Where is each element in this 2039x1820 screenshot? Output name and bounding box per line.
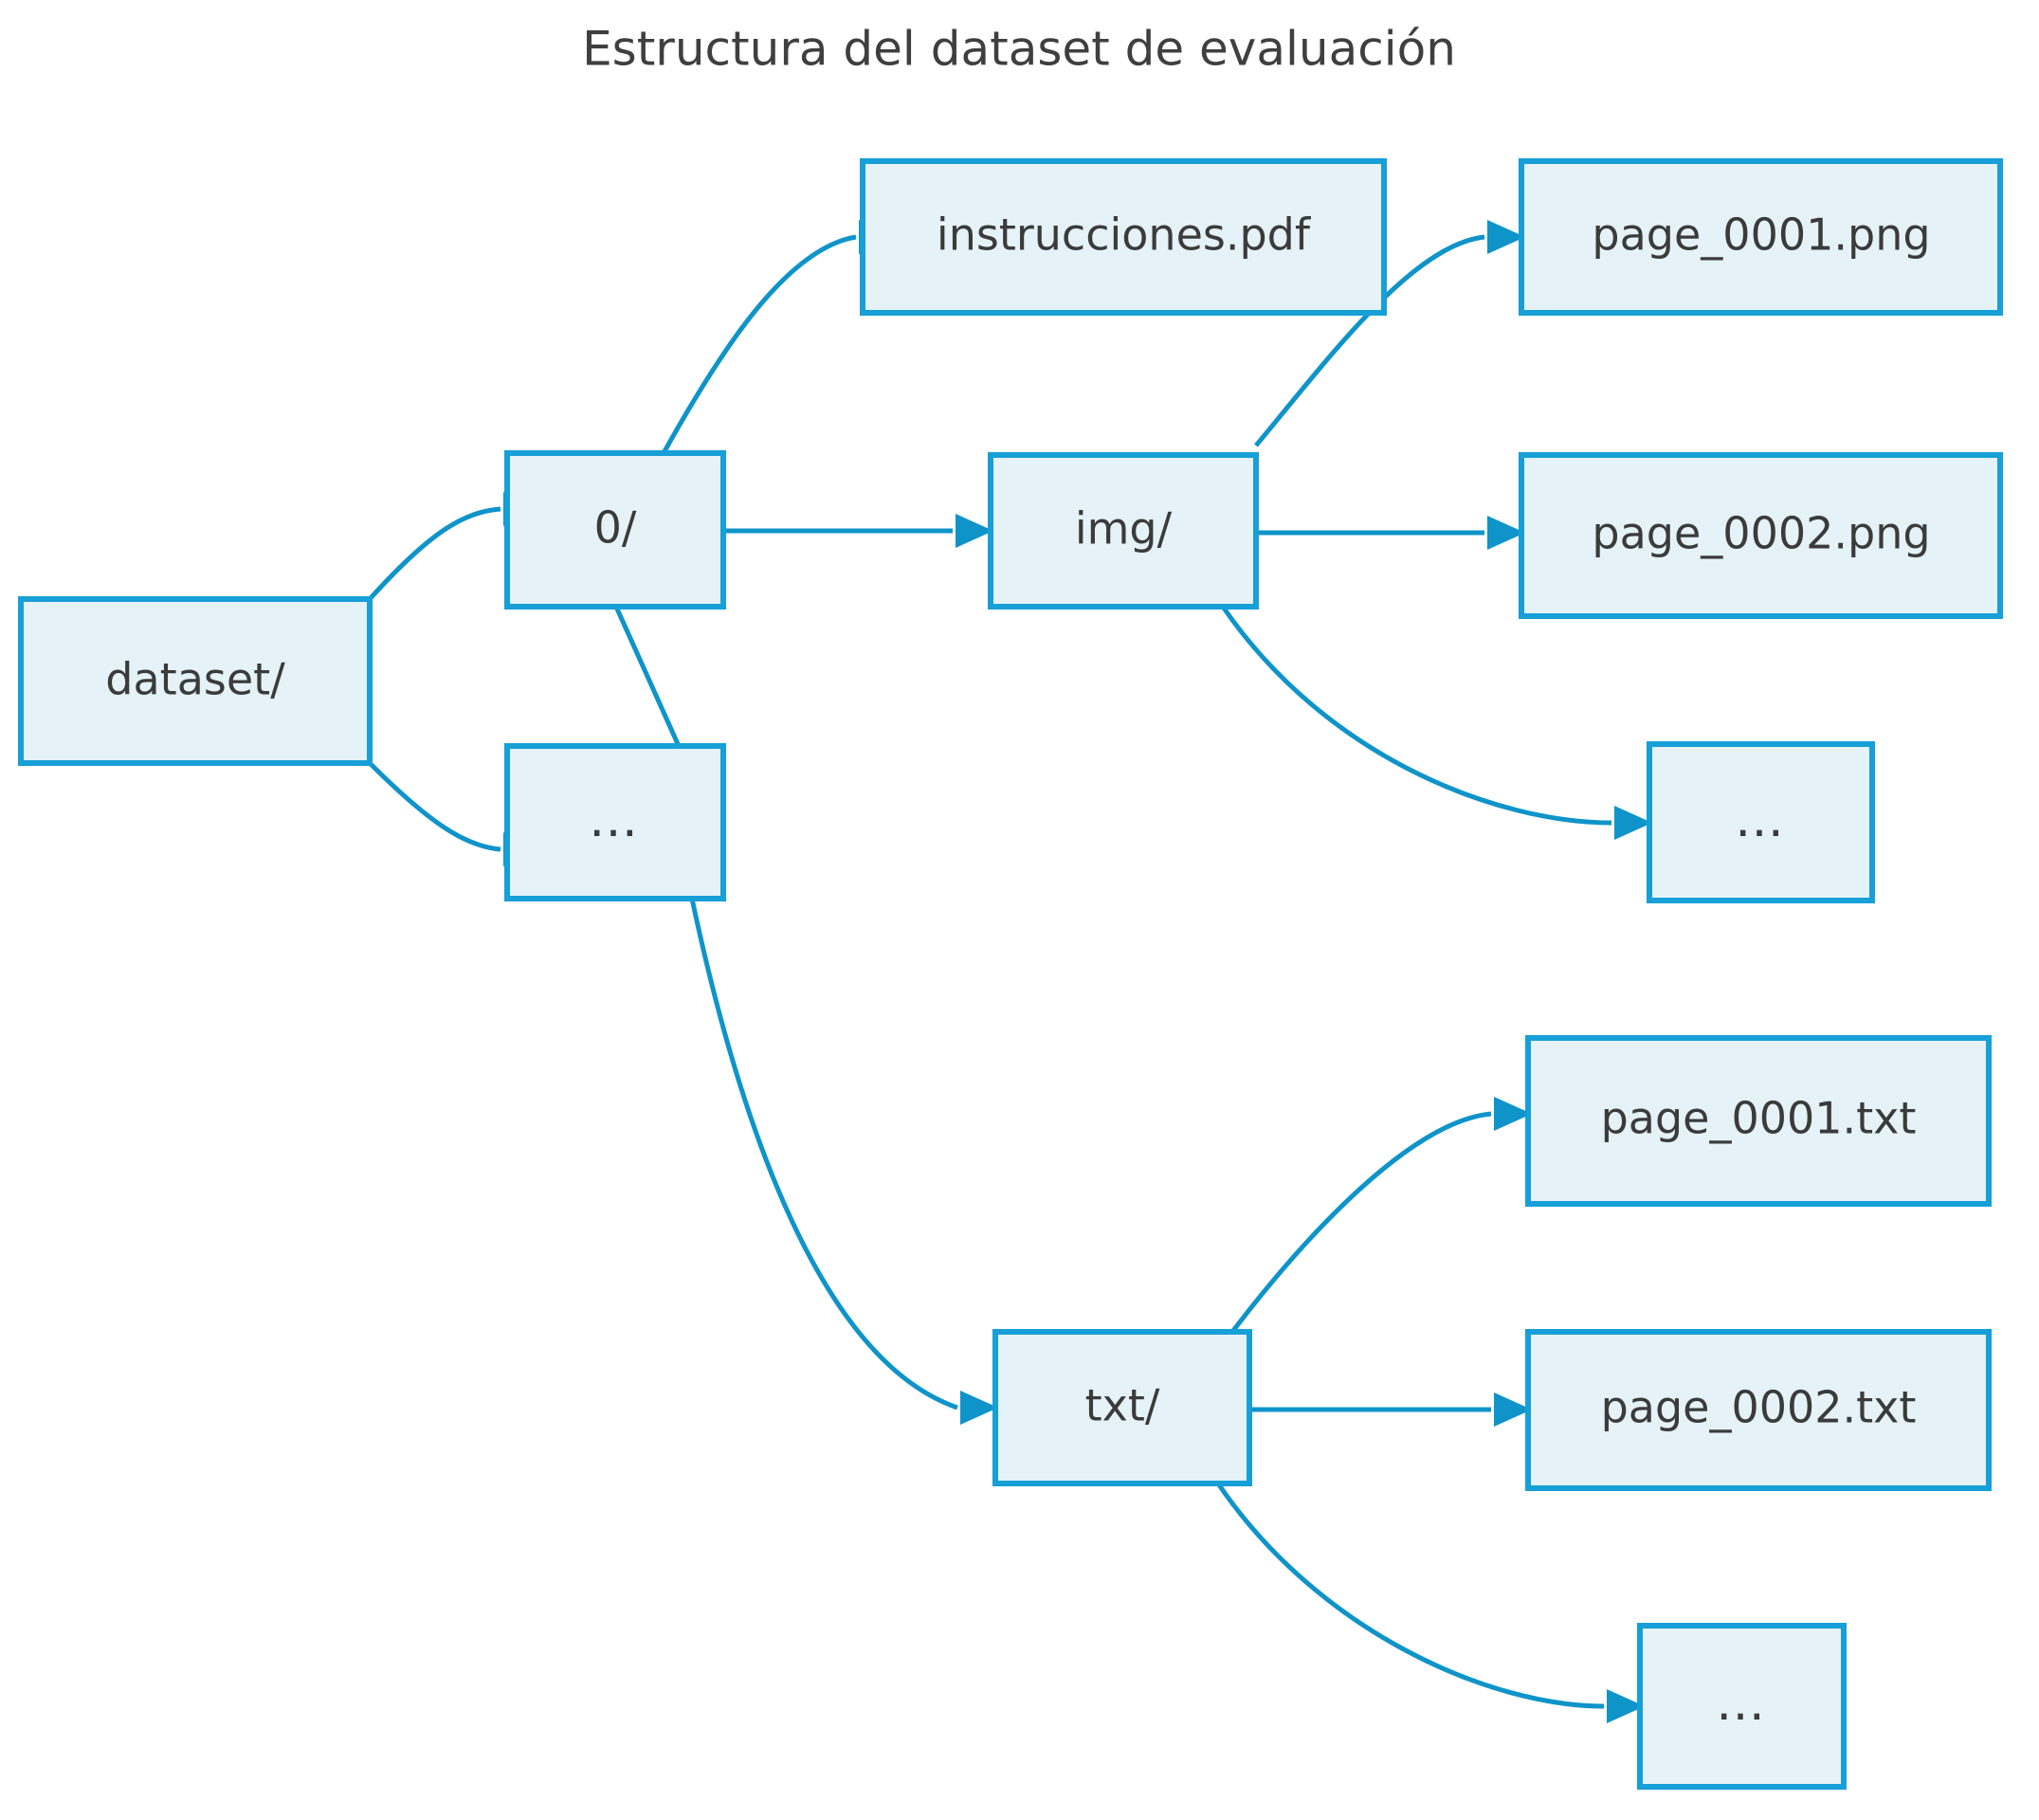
node-page-0002-png[interactable]: page_0002.png: [1519, 452, 2003, 619]
edge-img-to-more-png: [1220, 605, 1652, 840]
node-run-zero[interactable]: 0/: [504, 450, 726, 610]
edge-zero-to-img: [723, 514, 993, 548]
node-layer: dataset/ 0/ … instrucciones.pdf img/ txt: [18, 158, 2003, 1790]
node-more-png-label: …: [1735, 792, 1788, 848]
node-instrucciones-pdf[interactable]: instrucciones.pdf: [860, 158, 1387, 316]
edge-zero-to-more-runs: [613, 605, 682, 748]
node-instrucciones-pdf-label: instrucciones.pdf: [937, 209, 1312, 261]
node-more-runs[interactable]: …: [504, 743, 726, 901]
node-more-png[interactable]: …: [1647, 741, 1875, 903]
node-page-0002-txt[interactable]: page_0002.txt: [1525, 1329, 1992, 1491]
node-txt-dir[interactable]: txt/: [992, 1329, 1252, 1486]
node-txt-dir-label: txt/: [1085, 1380, 1160, 1431]
node-page-0002-txt-label: page_0002.txt: [1601, 1382, 1917, 1433]
node-dataset[interactable]: dataset/: [18, 596, 373, 766]
edge-txt-to-txt2: [1249, 1392, 1532, 1427]
node-more-txt[interactable]: …: [1637, 1623, 1847, 1790]
edge-img-to-png2: [1256, 516, 1525, 550]
edge-more-runs-to-txt: [689, 898, 998, 1425]
edge-txt-to-txt1: [1230, 1097, 1532, 1334]
node-dataset-label: dataset/: [105, 654, 285, 705]
node-more-runs-label: …: [589, 792, 642, 848]
node-page-0001-txt-label: page_0001.txt: [1601, 1093, 1917, 1144]
node-img-dir[interactable]: img/: [988, 452, 1259, 610]
page-title: Estructura del dataset de evaluación: [582, 22, 1456, 77]
node-page-0002-png-label: page_0002.png: [1592, 508, 1930, 559]
node-run-zero-label: 0/: [594, 502, 637, 554]
edge-txt-to-more-txt: [1215, 1482, 1645, 1723]
node-img-dir-label: img/: [1075, 503, 1173, 555]
node-more-txt-label: …: [1716, 1675, 1769, 1732]
node-page-0001-txt[interactable]: page_0001.txt: [1525, 1035, 1992, 1207]
node-page-0001-png[interactable]: page_0001.png: [1519, 158, 2003, 316]
node-page-0001-png-label: page_0001.png: [1592, 209, 1930, 261]
edge-layer: [368, 220, 1652, 1723]
